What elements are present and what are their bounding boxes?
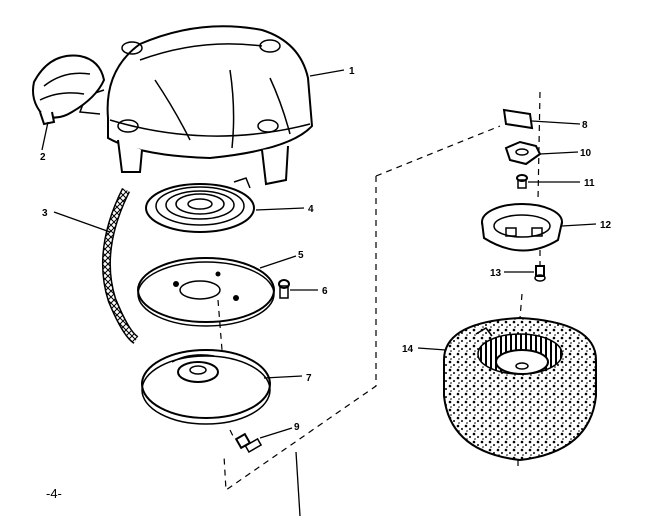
screw-lower: [234, 432, 263, 453]
screw-6: [278, 279, 290, 299]
callout-14: 14: [402, 344, 414, 355]
pawl-hub: [504, 140, 542, 166]
starter-cup: [481, 203, 563, 252]
starter-handle: [32, 54, 106, 126]
starter-housing: [78, 25, 314, 186]
alignment-line-connector: [223, 125, 501, 492]
recoil-spring: [145, 177, 255, 233]
callout-6: 6: [322, 286, 328, 297]
callout-11: 11: [584, 178, 595, 189]
leader-lines: [41, 69, 597, 439]
callout-8: 8: [582, 120, 588, 131]
callout-7: 7: [306, 373, 312, 384]
callout-12: 12: [600, 220, 612, 231]
callout-4: 4: [308, 204, 314, 215]
pawl: [502, 108, 534, 130]
callout-5: 5: [298, 250, 304, 261]
retainer-plate: [137, 257, 275, 327]
callout-10: 10: [580, 148, 592, 159]
screw-11: [516, 174, 528, 189]
shaft-line: [295, 451, 301, 516]
callout-9: 9: [294, 422, 300, 433]
alignment-line-left: [217, 299, 235, 439]
screw-13: [534, 265, 546, 282]
flywheel: [443, 316, 597, 462]
callout-13: 13: [490, 268, 502, 279]
rope-pulley: [141, 349, 271, 425]
callout-1: 1: [349, 66, 355, 77]
callout-3: 3: [42, 208, 48, 219]
page-number: -4-: [46, 486, 62, 501]
callout-2: 2: [40, 152, 46, 163]
